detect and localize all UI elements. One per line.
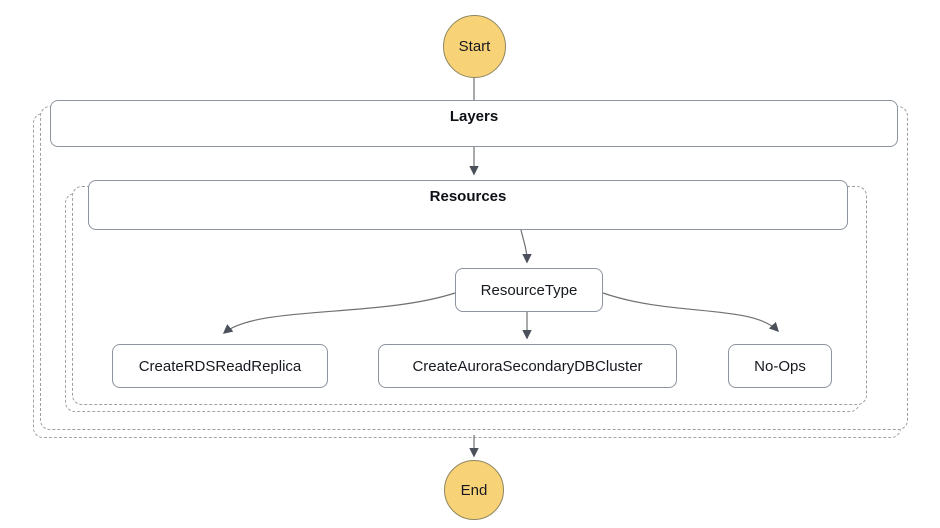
createrdsreadreplica-task-node[interactable]: CreateRDSReadReplica (112, 344, 328, 388)
createaurorasecondarydbcluster-task-node[interactable]: CreateAuroraSecondaryDBCluster (378, 344, 677, 388)
start-node[interactable]: Start (443, 15, 506, 78)
noops-task-node[interactable]: No-Ops (728, 344, 832, 388)
noops-label: No-Ops (754, 357, 806, 375)
start-label: Start (458, 38, 491, 55)
resourcetype-choice-node[interactable]: ResourceType (455, 268, 603, 312)
end-label: End (460, 481, 488, 499)
createrdsreadreplica-label: CreateRDSReadReplica (138, 357, 302, 375)
layers-map-header[interactable]: Layers (50, 100, 898, 147)
layers-label: Layers (449, 108, 499, 125)
createaurorasecondarydbcluster-label: CreateAuroraSecondaryDBCluster (412, 357, 643, 375)
resources-label: Resources (429, 188, 507, 205)
resources-map-header[interactable]: Resources (88, 180, 848, 230)
resourcetype-label: ResourceType (480, 281, 578, 299)
end-node[interactable]: End (444, 460, 504, 520)
